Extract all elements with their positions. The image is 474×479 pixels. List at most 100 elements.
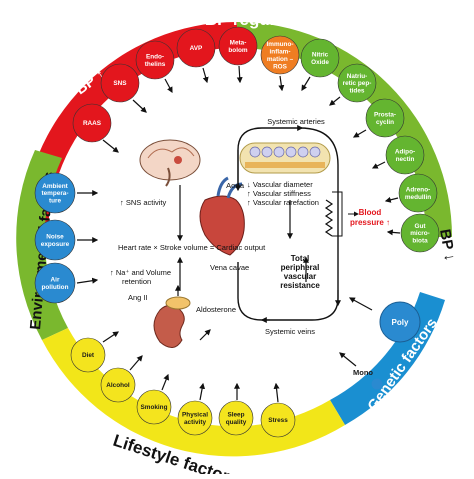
raas-arrow xyxy=(102,139,119,153)
stress-arrow xyxy=(273,382,280,403)
na-volume-label-2: retention xyxy=(122,277,151,286)
diet-node[interactable]: Diet xyxy=(70,337,106,373)
endo-thelins-circle xyxy=(135,40,175,80)
artery-illustration xyxy=(239,142,331,174)
mono-label: Mono xyxy=(353,368,373,377)
adreno-medullin-node[interactable]: Adreno-medullin xyxy=(398,173,438,213)
raas-node[interactable]: RAAS xyxy=(72,103,112,143)
immuno-inflam-mation-ros-node[interactable]: Immuno-inflam-mation –ROS xyxy=(260,35,300,75)
endo-thelins-node[interactable]: Endo-thelins xyxy=(135,40,175,80)
avp-label: AVP xyxy=(190,45,203,52)
cardiac-output-label: Heart rate × Stroke volume = Cardiac out… xyxy=(118,243,266,252)
immuno-inflam-mation-ros-arrow xyxy=(278,75,285,92)
adipo-nectin-node[interactable]: Adipo-nectin xyxy=(385,135,425,175)
adreno-medullin-circle xyxy=(398,173,438,213)
prosta-cyclin-label: Prosta-cyclin xyxy=(374,112,396,126)
aorta-label: Aorta xyxy=(226,181,245,190)
immuno-inflam-mation-ros-label: Immuno-inflam-mation –ROS xyxy=(267,41,294,70)
adipo-nectin-label: Adipo-nectin xyxy=(395,149,415,163)
smoking-node[interactable]: Smoking xyxy=(136,389,172,425)
adipo-nectin-circle xyxy=(385,135,425,175)
systemic-veins-label: Systemic veins xyxy=(265,327,315,336)
raas-circle xyxy=(72,103,112,143)
tpr-label-3: vascular xyxy=(284,272,316,281)
gut-micro-biota-arrow xyxy=(386,229,401,236)
tpr-label-1: Total xyxy=(291,254,310,263)
prosta-cyclin-arrow xyxy=(352,129,367,138)
ambient-tempera-ture-circle xyxy=(34,172,76,214)
alcohol-circle xyxy=(100,367,136,403)
systemic-arteries-label: Systemic arteries xyxy=(267,117,325,126)
natriu-retic-pep-tides-circle xyxy=(337,63,377,103)
alcohol-node[interactable]: Alcohol xyxy=(100,367,136,403)
stress-circle xyxy=(260,402,296,438)
adipo-nectin-arrow xyxy=(371,161,386,169)
bp-regulation-title: BP regulation xyxy=(205,10,315,29)
smoking-label: Smoking xyxy=(141,404,168,411)
adreno-medullin-label: Adreno-medullin xyxy=(405,187,431,201)
gut-micro-biota-circle xyxy=(400,213,440,253)
immuno-inflam-mation-ros-circle xyxy=(260,35,300,75)
poly-arrow xyxy=(348,297,373,311)
stress-node[interactable]: Stress xyxy=(260,402,296,438)
center-mechanism: Systemic arteries Aorta ↓ Vascular diame… xyxy=(110,117,390,348)
sns-arrow xyxy=(132,99,147,113)
brain-illustration xyxy=(139,139,201,187)
ang2-label: Ang II xyxy=(128,293,148,302)
kidney-illustration xyxy=(153,296,191,348)
meta-bolom-node[interactable]: Meta-bolom xyxy=(218,26,258,66)
adreno-medullin-arrow xyxy=(384,196,399,203)
blood-pressure-label-1: Blood xyxy=(359,208,382,217)
natriu-retic-pep-tides-arrow xyxy=(329,96,341,106)
sns-node[interactable]: SNS xyxy=(100,63,140,103)
noise-exposure-circle xyxy=(34,219,76,261)
bp-down-label: BP ↓ xyxy=(436,228,458,263)
tpr-label-2: peripheral xyxy=(281,263,320,272)
poly-label: Poly xyxy=(392,318,409,327)
circulation-loop xyxy=(237,127,339,321)
aldosterone-label: Aldosterone xyxy=(196,305,236,314)
sleep-quality-circle xyxy=(218,400,254,436)
genetic-mono-node[interactable]: Mono xyxy=(353,368,383,390)
resistance-zigzag xyxy=(324,199,334,237)
meta-bolom-label: Meta-bolom xyxy=(228,40,247,54)
avp-arrow xyxy=(202,67,209,84)
natriu-retic-pep-tides-label: Natriu-retic pep-tides xyxy=(343,73,372,95)
poly-circle xyxy=(379,301,421,343)
avp-circle xyxy=(176,28,216,68)
bp-down-arc xyxy=(237,22,452,237)
alcohol-label: Alcohol xyxy=(106,382,130,389)
blood-pressure-label-2: pressure ↑ xyxy=(350,218,390,227)
vascular-diameter-label: ↓ Vascular diameter xyxy=(247,180,313,189)
mono-arrow xyxy=(339,352,357,367)
natriu-retic-pep-tides-node[interactable]: Natriu-retic pep-tides xyxy=(337,63,377,103)
prosta-cyclin-circle xyxy=(365,98,405,138)
smoking-arrow xyxy=(161,373,170,391)
mono-circle xyxy=(371,378,383,390)
genetic-poly-node[interactable]: Poly xyxy=(379,301,421,343)
avp-node[interactable]: AVP xyxy=(176,28,216,68)
meta-bolom-circle xyxy=(218,26,258,66)
meta-bolom-arrow xyxy=(236,65,243,84)
prosta-cyclin-node[interactable]: Prosta-cyclin xyxy=(365,98,405,138)
stress-label: Stress xyxy=(268,417,288,424)
diet-label: Diet xyxy=(82,352,95,359)
diet-circle xyxy=(70,337,106,373)
smoking-circle xyxy=(136,389,172,425)
